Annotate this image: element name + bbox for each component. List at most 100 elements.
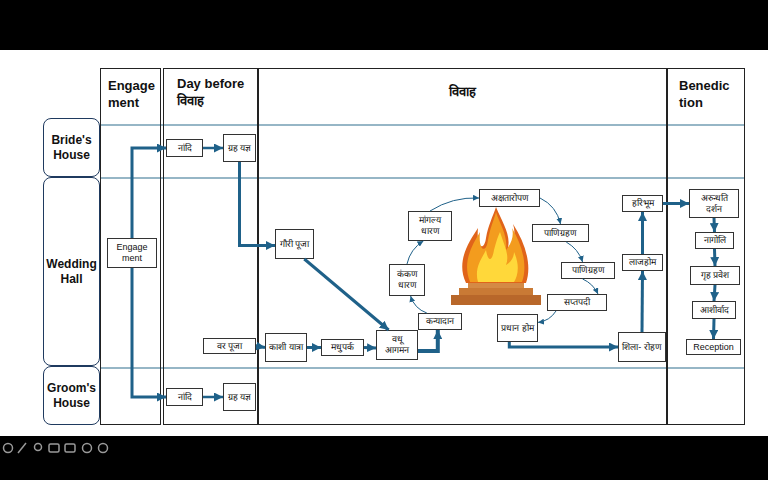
toolbar-icon [49, 444, 59, 452]
node-text: कन्यादान [426, 316, 454, 327]
step-box: नागोलि [695, 232, 734, 249]
step-box: प्रधान होम [497, 314, 538, 342]
toolbar-icon [4, 444, 13, 453]
flow-arrow [203, 396, 223, 399]
node-text: मांगल्य धारण [411, 215, 449, 237]
node-text: प्रधान होम [501, 323, 534, 334]
flow-arrow [509, 342, 618, 347]
step-box: Reception [686, 339, 741, 355]
step-box: ग्रह यज्ञ [223, 383, 256, 411]
step-box: शिला- रोहण [618, 332, 666, 362]
flow-arrow [538, 311, 556, 322]
toolbar-icons [4, 443, 108, 453]
column-header: Day before विवाह [177, 76, 257, 110]
flow-arrow [663, 202, 689, 205]
node-text: Wedding Hall [46, 257, 97, 287]
toolbar-icon [83, 444, 92, 453]
top-bar [0, 0, 768, 50]
step-box: सप्तपदी [547, 294, 607, 311]
step-box: ग्रह यज्ञ [223, 134, 256, 162]
step-box: अरुन्धति दर्शन [689, 189, 739, 218]
lane-line [100, 367, 745, 368]
lane-separators [100, 125, 745, 368]
flow-arrow [418, 330, 438, 351]
flame [462, 207, 528, 283]
step-box: Engage ment [107, 238, 157, 268]
flow-arrow [713, 218, 717, 232]
flow-arrow [240, 162, 276, 246]
node-text: नांदि [178, 392, 192, 403]
toolbar-icon [18, 443, 26, 453]
flow-arrow [307, 346, 321, 349]
node-text: Reception [693, 342, 734, 353]
node-text: मधुपर्क [331, 342, 354, 353]
altar-step [451, 295, 541, 305]
altar-step [459, 288, 533, 295]
fire-altar [451, 207, 541, 305]
flow-arrow [566, 242, 582, 262]
phase-column: विवाहगौरी पूजाकाशी यात्रामधुपर्कवधू आगमन… [258, 68, 667, 425]
node-text: ग्रह यज्ञ [228, 143, 252, 154]
node-text: गृह प्रवेश [701, 270, 730, 281]
node-text: नांदि [178, 143, 192, 154]
step-box: नांदि [166, 388, 203, 406]
flow-arrow [712, 319, 716, 339]
flow-arrow [132, 148, 166, 238]
step-box: गौरी पूजा [275, 229, 314, 259]
flow-arrow [641, 212, 644, 254]
node-text: गौरी पूजा [280, 239, 310, 250]
step-box: मांगल्य धारण [408, 211, 452, 241]
lane-label: Bride's House [43, 118, 100, 177]
flow-arrow [364, 346, 376, 350]
lane-line [100, 124, 745, 125]
step-box: कन्यादान [418, 313, 462, 330]
phase-column: Engage mentEngage ment [100, 68, 161, 425]
step-box: लाजहोम [622, 254, 663, 271]
step-box: आशीर्वाद [692, 301, 736, 319]
flow-arrow [132, 268, 166, 397]
node-text: नागोलि [704, 235, 726, 246]
node-text: हरिभूम [632, 198, 654, 209]
node-text: आशीर्वाद [700, 305, 729, 316]
flow-arrow [430, 198, 479, 211]
flow-arrow [304, 259, 388, 330]
step-box: कंकण धारण [389, 264, 425, 296]
node-text: कंकण धारण [392, 269, 422, 291]
flame [477, 232, 518, 282]
node-text: Engage ment [110, 242, 154, 264]
flow-arrow [713, 249, 717, 266]
toolbar-icon [35, 444, 42, 451]
node-text: ग्रह यज्ञ [228, 392, 252, 403]
step-box: काशी यात्रा [265, 333, 307, 362]
flow-arrow [256, 346, 265, 348]
column-header: Engage ment [108, 78, 162, 112]
flow-arrow [641, 271, 645, 332]
lane-label: Wedding Hall [43, 177, 100, 366]
step-box: अक्षतारोपण [479, 189, 540, 207]
step-box: पाणिग्रहण [532, 224, 589, 242]
node-text: वर पूजा [217, 341, 243, 352]
node-text: Bride's House [46, 133, 97, 163]
node-text: सप्तपदी [564, 297, 590, 308]
bottom-bar [0, 436, 768, 480]
toolbar-icon [99, 444, 108, 453]
step-box: मधुपर्क [321, 339, 364, 356]
step-box: गृह प्रवेश [690, 266, 740, 285]
step-box: नांदि [166, 139, 203, 157]
node-text: शिला- रोहण [622, 342, 662, 353]
flame [467, 212, 524, 282]
node-text: वधू आगमन [379, 334, 415, 356]
node-text: Groom's House [46, 381, 97, 411]
step-box: पाणिग्रहण [561, 262, 615, 279]
node-text: पाणिग्रहण [544, 228, 577, 239]
column-header: Benedic tion [679, 78, 743, 112]
flow-arrow [407, 241, 423, 264]
node-text: अक्षतारोपण [491, 193, 529, 204]
step-box: वर पूजा [203, 338, 256, 354]
flow-arrow [714, 285, 715, 301]
node-text: अरुन्धति दर्शन [692, 193, 736, 215]
lane-line [100, 177, 745, 178]
flow-arrow [540, 198, 561, 224]
